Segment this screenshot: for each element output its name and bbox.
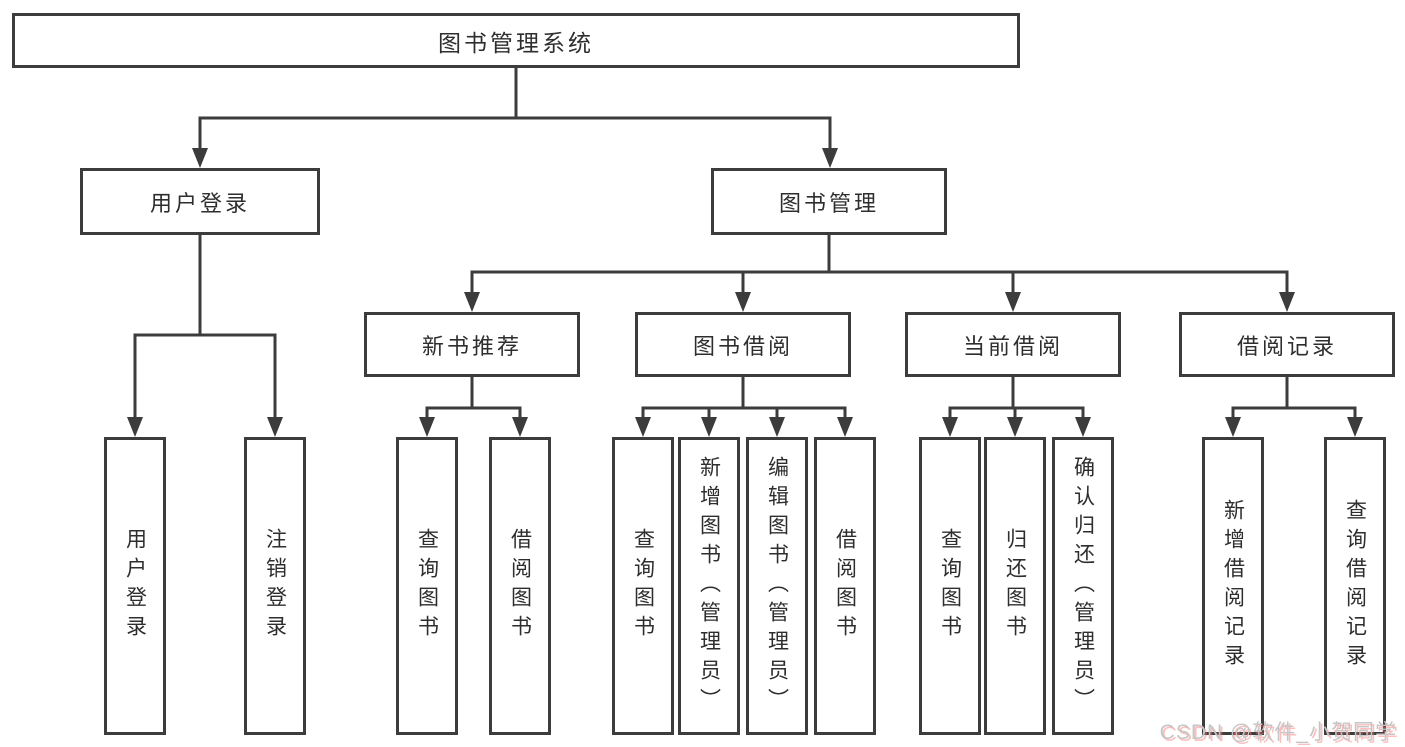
leaf-add-borrow-record: 新增借阅记录 <box>1202 437 1264 735</box>
node-book-borrowing: 图书借阅 <box>635 312 851 377</box>
node-label: 当前借阅 <box>962 333 1063 359</box>
leaf-label: 借阅图书 <box>833 528 857 644</box>
leaf-return-books: 归还图书 <box>984 437 1046 735</box>
leaf-add-books-admin: 新增图书（管理员） <box>678 437 740 735</box>
leaf-query-books-recommend: 查询图书 <box>396 437 458 735</box>
leaf-label: 注销登录 <box>263 528 287 644</box>
leaf-borrow-books-recommend: 借阅图书 <box>489 437 551 735</box>
node-current-borrowing: 当前借阅 <box>905 312 1121 377</box>
leaf-label: 归还图书 <box>1003 528 1027 644</box>
node-label: 借阅记录 <box>1236 333 1337 359</box>
node-label: 图书管理 <box>778 190 879 216</box>
csdn-watermark: CSDN @软件_小贺同学 <box>1159 721 1397 744</box>
leaf-label: 用户登录 <box>123 528 147 644</box>
leaf-label: 新增图书（管理员） <box>697 455 721 717</box>
arrowhead-icons <box>127 148 1363 437</box>
node-label: 用户登录 <box>149 190 250 216</box>
leaf-label: 查询图书 <box>938 528 962 644</box>
leaf-borrow-books: 借阅图书 <box>814 437 876 735</box>
node-book-management: 图书管理 <box>711 168 947 235</box>
connector-lines <box>133 66 1357 423</box>
leaf-label: 查询借阅记录 <box>1343 499 1367 673</box>
node-label: 新书推荐 <box>421 333 522 359</box>
leaf-logout: 注销登录 <box>244 437 306 735</box>
leaf-label: 编辑图书（管理员） <box>765 455 789 717</box>
leaf-label: 确认归还（管理员） <box>1071 455 1095 717</box>
leaf-label: 查询图书 <box>415 528 439 644</box>
leaf-label: 新增借阅记录 <box>1221 499 1245 673</box>
node-user-login: 用户登录 <box>80 168 320 235</box>
node-label: 图书管理系统 <box>438 29 594 56</box>
node-new-book-recommendation: 新书推荐 <box>364 312 580 377</box>
node-label: 图书借阅 <box>692 333 793 359</box>
node-borrowing-records: 借阅记录 <box>1179 312 1395 377</box>
leaf-user-login: 用户登录 <box>104 437 166 735</box>
leaf-query-books-current: 查询图书 <box>919 437 981 735</box>
leaf-label: 借阅图书 <box>508 528 532 644</box>
leaf-confirm-return-admin: 确认归还（管理员） <box>1052 437 1114 735</box>
leaf-edit-books-admin: 编辑图书（管理员） <box>746 437 808 735</box>
node-library-management-system: 图书管理系统 <box>12 13 1020 68</box>
leaf-query-borrow-record: 查询借阅记录 <box>1324 437 1386 735</box>
leaf-label: 查询图书 <box>631 528 655 644</box>
leaf-query-books-borrowing: 查询图书 <box>612 437 674 735</box>
